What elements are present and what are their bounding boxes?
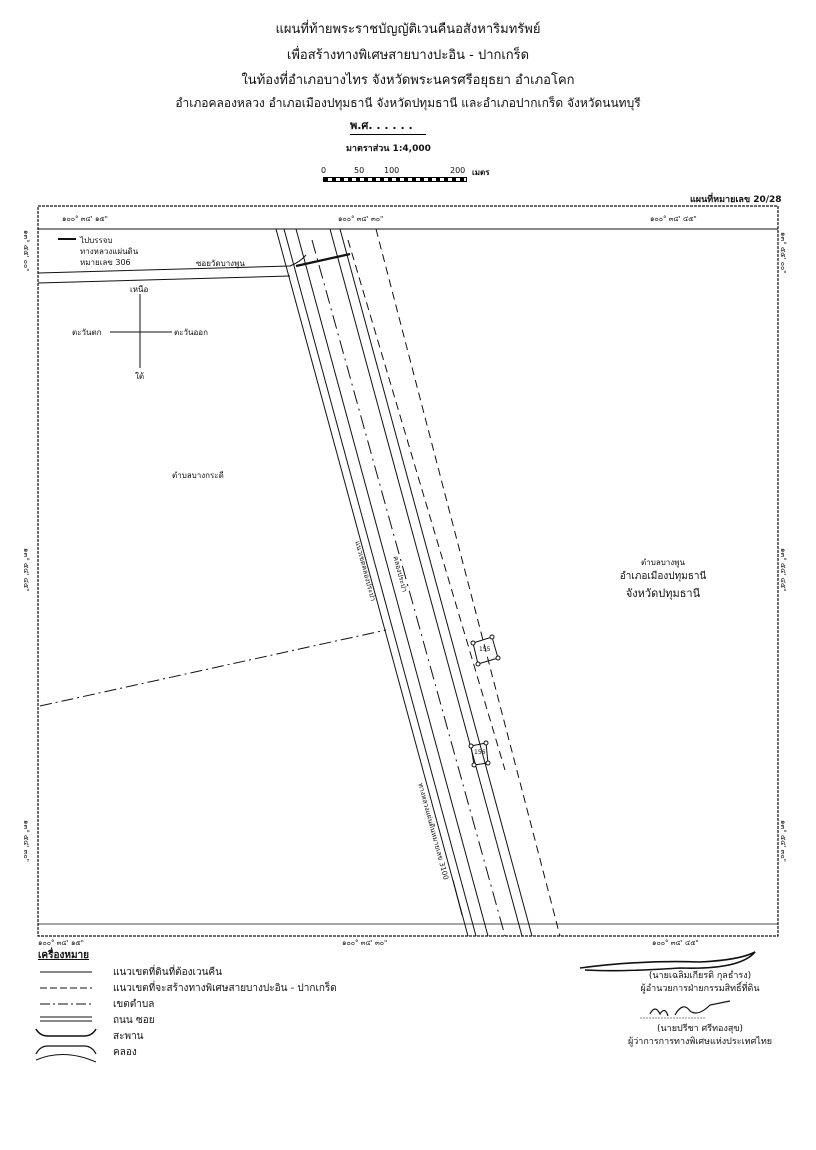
tambon-east-line: อำเภอเมืองปทุมธานี <box>619 571 707 582</box>
grid-label-top: ๑๐๐° ๓๔' ๑๕" <box>62 215 108 223</box>
scale-text: มาตราส่วน 1:4,000 <box>346 144 431 154</box>
legend-item-label: เขตตำบล <box>113 999 155 1010</box>
tambon-east-line: จังหวัดปทุมธานี <box>625 587 701 600</box>
direction-note: ไปบรรจบ ทางหลวงแผ่นดิน หมายเลข 306 <box>80 235 138 268</box>
legend-item-label: คลอง <box>113 1047 137 1058</box>
compass-west: ตะวันตก <box>72 328 102 337</box>
legend-symbol-canal <box>35 1045 97 1055</box>
road-line <box>329 228 523 937</box>
grid-label-bottom: ๑๐๐° ๓๔' ๔๕" <box>652 939 699 947</box>
parcel-156-label: 156 <box>474 749 486 756</box>
legend-item-label: แนวเขตที่จะสร้างทางพิเศษสายบางปะอิน - ปา… <box>113 983 337 994</box>
canal-line <box>275 228 469 937</box>
scale-tick: 0 <box>321 166 327 175</box>
canal-line <box>283 228 477 937</box>
soi-label: ซอยวัดบางพูน <box>196 259 245 268</box>
legend-item-label: ถนน ซอย <box>113 1015 155 1026</box>
scale-tick: 50 <box>354 166 365 175</box>
expressway-boundary <box>375 228 561 937</box>
parcel-155-label: 155 <box>479 646 491 653</box>
highway-arrow <box>452 879 463 916</box>
signatory-name: (นายเฉลิมเกียรติ กุลธำรง) <box>648 971 752 981</box>
scale-bar-graphic <box>323 177 467 182</box>
signatory-position: ผู้ว่าการการทางพิเศษแห่งประเทศไทย <box>627 1037 773 1047</box>
legend-symbol-canal <box>35 1054 97 1063</box>
grid-label-right: ๑๓° ๕๔' ๓๐" <box>779 820 787 862</box>
signature-block-2: (นายปรีชา ศรีทองสุข) ผู้ว่าการการทางพิเศ… <box>600 1023 800 1049</box>
road-line <box>295 228 489 937</box>
legend-title: เครื่องหมาย <box>38 950 90 961</box>
compass-north: เหนือ <box>130 285 149 294</box>
grid-label-top: ๑๐๐° ๓๔' ๔๕" <box>650 215 697 223</box>
legend-symbol-bridge <box>35 1028 97 1037</box>
direction-note-line: ทางหลวงแผ่นดิน <box>80 247 139 256</box>
grid-label-left: ๑๓° ๕๔' ๔๕" <box>22 548 30 592</box>
tambon-west-label: ตำบลบางกระดี <box>172 471 224 480</box>
grid-label-left: ๑๓° ๕๔' ๓๐" <box>22 820 30 862</box>
title-line-3: ในท้องที่อำเภอบางไทร จังหวัดพระนครศรีอยุ… <box>241 73 575 88</box>
tambon-east-label: ตำบลบางพูน อำเภอเมืองปทุมธานี จังหวัดปทุ… <box>598 556 728 602</box>
soi-road-line <box>37 254 307 274</box>
signatory-name: (นายปรีชา ศรีทองสุข) <box>657 1024 743 1034</box>
title-line-4: อำเภอคลองหลวง อำเภอเมืองปทุมธานี จังหวัด… <box>175 96 641 110</box>
centerline <box>311 239 506 937</box>
scale-unit: เมตร <box>472 168 490 177</box>
sheet-number: แผนที่หมายเลข 20/28 <box>690 195 782 205</box>
legend-item-label: แนวเขตที่ดินที่ต้องเวนคืน <box>113 967 222 978</box>
grid-label-left: ๑๓° ๕๕' ๐๐" <box>22 230 30 272</box>
direction-note-line: หมายเลข 306 <box>80 258 131 267</box>
grid-label-right: ๑๓° ๕๕' ๐๐" <box>779 232 787 274</box>
signature-block-1: (นายเฉลิมเกียรติ กุลธำรง) ผู้อำนวยการฝ่า… <box>600 970 800 996</box>
expressway-boundary <box>347 239 506 771</box>
direction-note-line: ไปบรรจบ <box>80 236 113 245</box>
grid-label-bottom: ๑๐๐° ๓๔' ๑๕" <box>38 939 84 947</box>
tambon-east-line: ตำบลบางพูน <box>641 558 685 567</box>
grid-label-bottom: ๑๐๐° ๓๔' ๓๐" <box>342 939 388 947</box>
map-frame <box>37 205 779 937</box>
grid-label-right: ๑๓° ๕๔' ๔๕" <box>779 548 787 592</box>
signature-2 <box>649 1000 731 1017</box>
title-line-2: เพื่อสร้างทางพิเศษสายบางปะอิน - ปากเกร็ด <box>286 48 530 63</box>
legend-item-label: สะพาน <box>113 1031 144 1042</box>
grid-label-top: ๑๐๐° ๓๔' ๓๐" <box>338 215 384 223</box>
compass-south: ใต้ <box>135 372 145 381</box>
year: พ.ศ. . . . . . <box>350 116 426 135</box>
signature-1 <box>579 951 756 972</box>
title-line-1: แผนที่ท้ายพระราชบัญญัติเวนคืนอสังหาริมทร… <box>275 22 541 37</box>
compass-east: ตะวันออก <box>174 328 208 337</box>
road-line <box>339 228 533 937</box>
scale-tick: 100 <box>384 166 400 175</box>
scale-tick: 200 <box>450 166 466 175</box>
signatory-position: ผู้อำนวยการฝ่ายกรรมสิทธิ์ที่ดิน <box>640 984 760 994</box>
tambon-boundary <box>39 629 387 707</box>
soi-road-line <box>37 275 291 284</box>
